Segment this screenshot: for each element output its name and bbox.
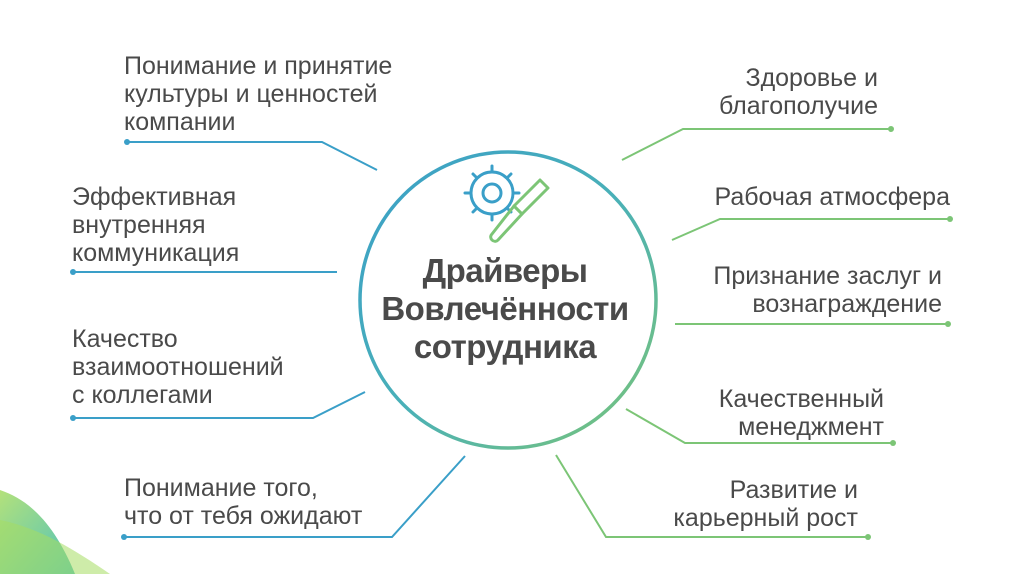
label-culture: Понимание и принятие культуры и ценносте… xyxy=(124,52,393,136)
connector-culture xyxy=(127,141,378,171)
label-career: Развитие и карьерный рост xyxy=(673,476,858,532)
label-atmosphere: Рабочая атмосфера xyxy=(714,183,950,211)
connector-expectations xyxy=(124,455,466,538)
corner-decoration-light xyxy=(0,520,110,574)
right-connectors xyxy=(555,126,953,540)
gear-wrench-icon xyxy=(463,164,550,243)
connector-atmosphere xyxy=(671,218,950,241)
connector-career-dot xyxy=(865,534,871,540)
label-management: Качественный менеджмент xyxy=(718,385,884,441)
connector-career xyxy=(555,454,868,538)
connector-relations xyxy=(73,391,366,419)
connector-expectations-dot xyxy=(121,534,127,540)
connector-atmosphere-dot xyxy=(947,216,953,222)
connector-culture-dot xyxy=(124,139,130,145)
connector-recognition-dot xyxy=(945,321,951,327)
connector-relations-dot xyxy=(70,415,76,421)
label-communication: Эффективная внутренняя коммуникация xyxy=(72,183,240,267)
connector-health xyxy=(621,128,891,161)
center-ring xyxy=(358,150,658,450)
label-health: Здоровье и благополучие xyxy=(718,64,878,120)
center-title: Драйверы Вовлечённости сотрудника xyxy=(381,252,629,365)
connector-management xyxy=(625,408,893,444)
connector-health-dot xyxy=(888,126,894,132)
label-recognition: Признание заслуг и вознаграждение xyxy=(713,262,942,318)
left-connectors xyxy=(70,139,466,540)
connector-communication-dot xyxy=(70,269,76,275)
label-expectations: Понимание того, что от тебя ожидают xyxy=(124,474,363,530)
connector-management-dot xyxy=(890,440,896,446)
label-relations: Качество взаимоотношений с коллегами xyxy=(72,325,284,409)
